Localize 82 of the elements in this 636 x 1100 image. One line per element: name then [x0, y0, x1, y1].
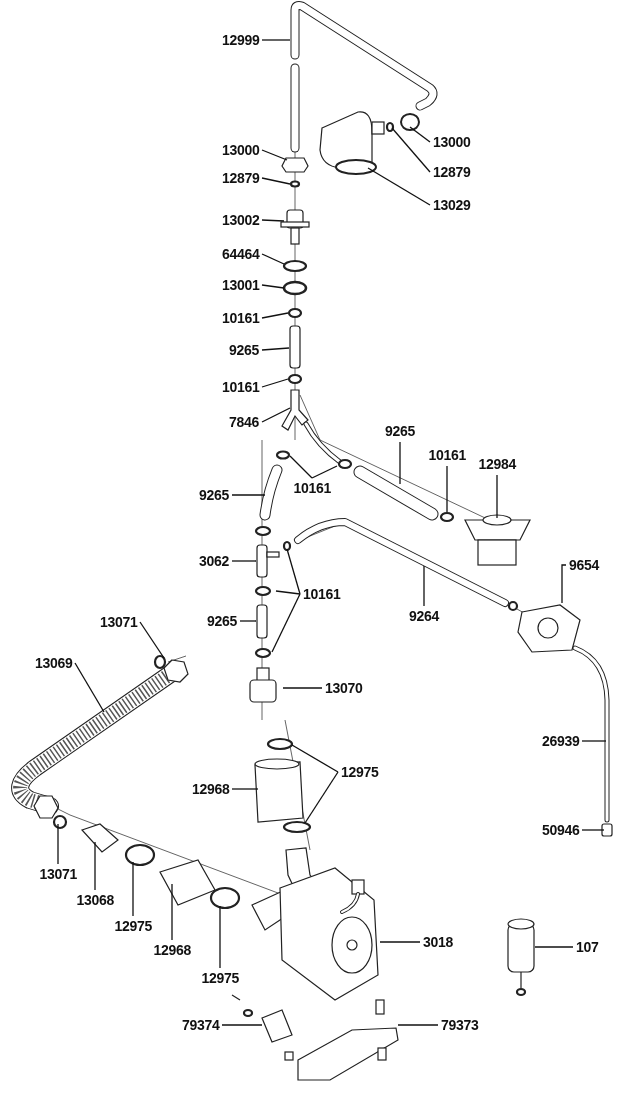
callout-number: 13001 — [222, 277, 260, 293]
callout-number: 3018 — [423, 934, 453, 950]
leader-line — [261, 347, 290, 351]
leader-line — [74, 662, 105, 713]
callout-number: 12968 — [153, 942, 191, 958]
leader-line — [391, 127, 431, 173]
callout-number: 12984 — [478, 456, 516, 472]
leader-line — [231, 494, 266, 496]
leader-line — [261, 378, 289, 388]
leader-line — [581, 829, 605, 831]
leader-line — [282, 687, 323, 689]
callout-number: 79373 — [441, 1017, 479, 1033]
callout-number: 79374 — [182, 1017, 220, 1033]
leader-line — [139, 621, 165, 659]
callout-number: 50946 — [542, 822, 580, 838]
leader-line — [367, 167, 431, 206]
callout-number: 10161 — [428, 447, 466, 463]
callout-number: 12968 — [192, 781, 230, 797]
leader-line — [261, 39, 291, 41]
callout-number: 12975 — [341, 764, 379, 780]
callout-number: 13000 — [433, 134, 471, 150]
callout-number: 10161 — [222, 379, 260, 395]
leader-line — [311, 465, 338, 479]
callout-number: 12999 — [222, 32, 260, 48]
leader-line — [231, 560, 257, 562]
leader-line — [261, 177, 291, 185]
callout-number: 13069 — [35, 655, 73, 671]
leader-line — [57, 823, 59, 865]
callout-number: 12879 — [222, 170, 260, 186]
callout-number: 10161 — [222, 310, 260, 326]
callout-number: 3062 — [199, 553, 229, 569]
callout-number: 7846 — [229, 414, 259, 430]
leader-line — [231, 788, 259, 790]
leader-line — [379, 941, 421, 943]
leader-line — [271, 593, 301, 653]
callout-number: 9264 — [409, 608, 439, 624]
callout-number: 13029 — [433, 197, 471, 213]
callout-number: 10161 — [293, 480, 331, 496]
callout-number: 9265 — [207, 613, 237, 629]
leader-line — [261, 407, 291, 423]
leader-line — [291, 744, 339, 773]
callout-number: 9265 — [199, 487, 229, 503]
callout-number: 9654 — [569, 557, 599, 573]
callout-number: 13070 — [325, 680, 363, 696]
leader-line — [581, 740, 607, 742]
leader-line — [397, 1024, 439, 1026]
leader-line — [561, 564, 567, 604]
leader-line — [94, 841, 96, 891]
leader-line — [261, 219, 285, 222]
callout-number: 10161 — [303, 586, 341, 602]
callout-number: 26939 — [542, 733, 580, 749]
leader-line — [171, 883, 173, 941]
leader-line — [221, 1024, 263, 1026]
leader-line — [423, 565, 425, 607]
leader-line — [132, 861, 134, 917]
callout-number: 9265 — [229, 342, 259, 358]
callout-number: 64464 — [222, 246, 260, 262]
leader-line — [534, 946, 574, 948]
leader-line — [304, 771, 339, 824]
leader-line — [289, 455, 313, 479]
callout-number: 9265 — [385, 423, 415, 439]
callout-number: 107 — [576, 939, 599, 955]
callout-number: 12975 — [201, 970, 239, 986]
callout-number: 12975 — [114, 918, 152, 934]
callout-number: 13071 — [100, 614, 138, 630]
leader-line — [275, 590, 301, 595]
leader-line — [261, 149, 288, 161]
leader-line — [409, 126, 431, 143]
callout-number: 13002 — [222, 212, 260, 228]
callout-number: 13068 — [76, 892, 114, 908]
leader-line — [286, 548, 301, 595]
leader-line — [239, 620, 257, 622]
leader-line — [219, 905, 221, 969]
callout-number: 13071 — [39, 866, 77, 882]
leader-line — [496, 474, 498, 519]
leader-line — [261, 312, 289, 319]
leader-line — [399, 441, 401, 485]
leader-line — [446, 465, 448, 513]
callout-number: 13000 — [222, 142, 260, 158]
leader-line — [261, 284, 285, 289]
callout-number: 12879 — [433, 164, 471, 180]
leader-line — [261, 253, 285, 265]
